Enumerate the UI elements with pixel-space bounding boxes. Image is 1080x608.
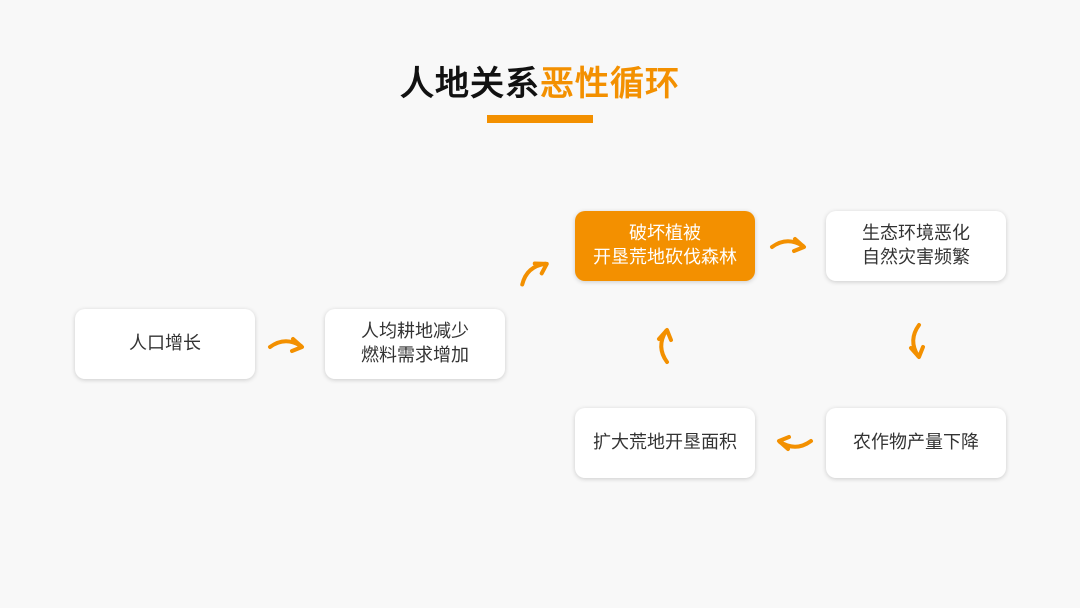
- node-text: 燃料需求增加: [361, 345, 469, 366]
- curved-arrow-icon: [657, 328, 673, 364]
- node-expand-reclamation: 扩大荒地开垦面积: [575, 408, 755, 478]
- title-part-black: 人地关系: [400, 64, 540, 104]
- node-crop-decline: 农作物产量下降: [826, 408, 1006, 478]
- page-title: 人地关系恶性循环: [0, 56, 1080, 105]
- node-ecology-worsen: 生态环境恶化自然灾害频繁: [826, 211, 1006, 281]
- curved-arrow-icon: [268, 337, 304, 353]
- node-text: 扩大荒地开垦面积: [593, 432, 737, 453]
- title-underline: [487, 115, 593, 123]
- curved-arrow-icon: [520, 261, 549, 287]
- curved-arrow-icon: [777, 435, 813, 451]
- title-part-orange: 恶性循环: [540, 64, 680, 104]
- node-farmland-decrease: 人均耕地减少燃料需求增加: [325, 309, 505, 379]
- node-text: 人均耕地减少: [361, 321, 469, 342]
- node-destroy-vegetation: 破坏植被开垦荒地砍伐森林: [575, 211, 755, 281]
- node-text: 开垦荒地砍伐森林: [593, 247, 737, 268]
- curved-arrow-icon: [770, 237, 806, 253]
- curved-arrow-icon: [909, 323, 925, 359]
- node-text: 破坏植被: [629, 223, 701, 244]
- node-text: 生态环境恶化: [862, 223, 970, 244]
- node-text: 人口增长: [129, 333, 201, 354]
- node-population-growth: 人口增长: [75, 309, 255, 379]
- node-text: 农作物产量下降: [853, 432, 979, 453]
- node-text: 自然灾害频繁: [862, 247, 970, 268]
